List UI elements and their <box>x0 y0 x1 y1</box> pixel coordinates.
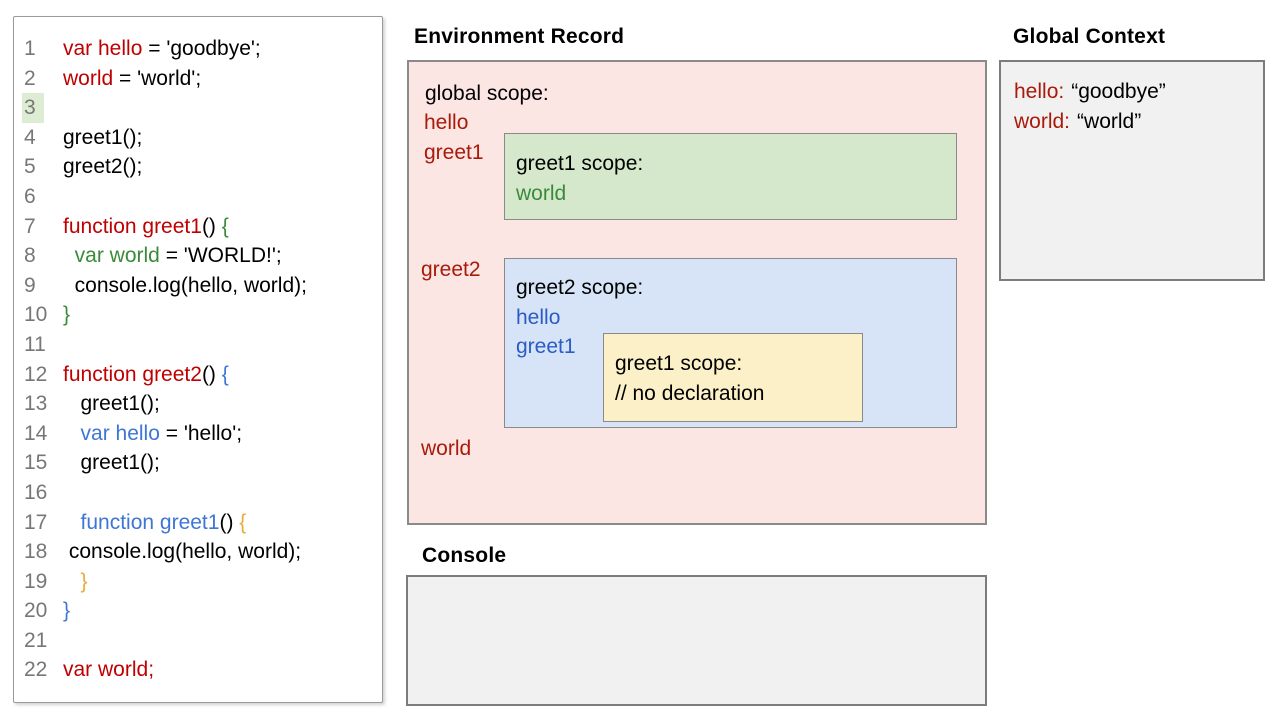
code-text: console.log(hello, world); <box>63 273 307 297</box>
code-text: greet1(); <box>63 125 143 149</box>
greet1-scope-heading: greet1 scope: <box>516 152 644 175</box>
code-line: 20} <box>24 596 382 626</box>
global-context-entry: world:“world” <box>1014 107 1263 137</box>
global-context-key-hello: hello: <box>1014 80 1065 103</box>
line-number: 6 <box>24 184 36 208</box>
line-number: 3 <box>22 93 63 123</box>
code-text: var world; <box>63 658 155 682</box>
code-line: 18 console.log(hello, world); <box>24 537 382 567</box>
code-text: greet1(); <box>63 392 160 416</box>
global-context-value-world: “world” <box>1077 109 1142 133</box>
line-number: 1 <box>24 37 36 60</box>
code-text: greet1(); <box>63 451 160 475</box>
code-line: 6 <box>24 182 382 212</box>
code-text: } <box>63 303 71 327</box>
line-number: 2 <box>24 66 36 90</box>
code-line: 22 var world; <box>24 655 382 685</box>
line-number: 4 <box>24 125 36 149</box>
greet2-scope-heading: greet2 scope: <box>516 276 644 299</box>
line-number: 14 <box>24 421 48 445</box>
code-line: 5 greet2(); <box>24 152 382 182</box>
line-number: 9 <box>24 273 36 297</box>
greet1-scope-box: greet1 scope: world <box>504 133 957 220</box>
line-number: 19 <box>24 569 48 593</box>
global-var-hello: hello <box>424 111 469 134</box>
greet1-inner-scope-comment: // no declaration <box>615 381 765 405</box>
line-number: 8 <box>24 244 36 268</box>
code-line: 17 function greet1() { <box>24 508 382 538</box>
code-text: function greet1() { <box>80 510 247 534</box>
code-line: 8 var world = 'WORLD!'; <box>24 241 382 271</box>
line-number: 12 <box>24 362 48 386</box>
line-number: 17 <box>24 510 48 534</box>
code-line: 21 <box>24 626 382 656</box>
global-context-entry: hello: “goodbye” <box>1014 77 1263 107</box>
code-line: 15 greet1(); <box>24 448 382 478</box>
greet2-var-greet1: greet1 <box>516 335 576 359</box>
line-number: 7 <box>24 214 36 238</box>
greet1-var-world: world <box>516 181 567 205</box>
global-context-box: hello: “goodbye” world:“world” <box>999 60 1265 281</box>
code-text: var world = 'WORLD!'; <box>74 244 282 268</box>
line-number: 18 <box>24 540 48 564</box>
code-text: console.log(hello, world); <box>63 540 302 564</box>
code-line: 4 greet1(); <box>24 123 382 153</box>
code-line: 11 <box>24 330 382 360</box>
console-title: Console <box>422 544 507 567</box>
code-line: 12 function greet2() { <box>24 360 382 390</box>
global-var-greet1: greet1 <box>424 141 484 164</box>
code-line: 16 <box>24 478 382 508</box>
code-text: function greet2() { <box>63 362 229 386</box>
code-line: 3 <box>22 93 382 123</box>
code-line: 9 console.log(hello, world); <box>24 271 382 301</box>
line-number: 15 <box>24 451 48 475</box>
greet2-var-hello: hello <box>516 305 561 329</box>
line-number: 16 <box>24 480 48 504</box>
global-var-greet2: greet2 <box>421 258 481 281</box>
global-context-value-goodbye: “goodbye” <box>1071 80 1166 103</box>
code-line: 13 greet1(); <box>24 389 382 419</box>
console-output-box <box>406 575 987 706</box>
greet1-inner-scope-box: greet1 scope: // no declaration <box>603 333 863 422</box>
code-editor-panel: 1 var hello = 'goodbye'; 2 world = 'world';… <box>13 16 383 703</box>
highlighted-line-number: 3 <box>22 93 44 123</box>
line-number: 22 <box>24 658 48 682</box>
line-number: 5 <box>24 155 36 179</box>
global-scope-box: global scope: hello greet1 greet2 world … <box>407 60 987 525</box>
code-line: 2 world = 'world'; <box>24 64 382 94</box>
code-line: 19 } <box>24 567 382 597</box>
line-number: 13 <box>24 392 48 416</box>
global-context-title: Global Context <box>1013 25 1166 48</box>
code-text: world = 'world'; <box>63 66 202 90</box>
environment-record-title: Environment Record <box>414 25 625 48</box>
code-text: var hello = 'goodbye'; <box>63 37 261 60</box>
code-text: var hello = 'hello'; <box>80 421 243 445</box>
global-scope-heading: global scope: <box>425 82 549 105</box>
code-text: function greet1() { <box>63 214 229 238</box>
code-line: 1 var hello = 'goodbye'; <box>24 34 382 64</box>
code-text: } <box>63 599 71 623</box>
code-line: 10} <box>24 300 382 330</box>
line-number: 20 <box>24 599 48 623</box>
code-text: } <box>80 569 88 593</box>
line-number: 10 <box>24 303 48 327</box>
greet1-inner-scope-heading: greet1 scope: <box>615 352 743 375</box>
code-text: greet2(); <box>63 155 143 179</box>
greet2-scope-box: greet2 scope: hello greet1 greet1 scope:… <box>504 258 957 428</box>
line-number: 11 <box>24 332 46 356</box>
global-var-world: world <box>421 437 472 460</box>
global-context-key-world: world: <box>1014 109 1071 133</box>
line-number: 21 <box>24 628 48 652</box>
code-line: 14 var hello = 'hello'; <box>24 419 382 449</box>
code-line: 7 function greet1() { <box>24 212 382 242</box>
